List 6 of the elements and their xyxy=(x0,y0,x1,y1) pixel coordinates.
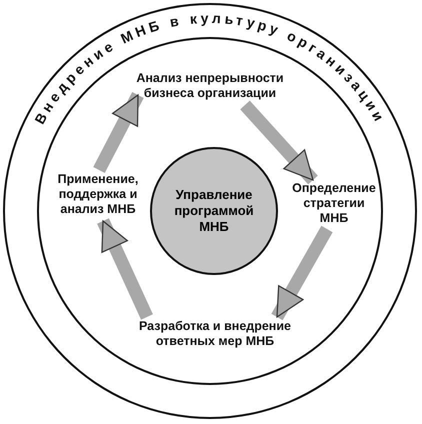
block-arrow xyxy=(271,226,333,320)
block-arrow xyxy=(97,218,153,320)
phase-label: Определение стратегии МНБ xyxy=(288,181,380,226)
center-circle: Управление программой МНБ xyxy=(150,147,278,275)
phase-label: Разработка и внедрение ответных мер МНБ xyxy=(120,319,310,349)
phase-label: Применение, поддержка и анализ МНБ xyxy=(47,172,149,217)
